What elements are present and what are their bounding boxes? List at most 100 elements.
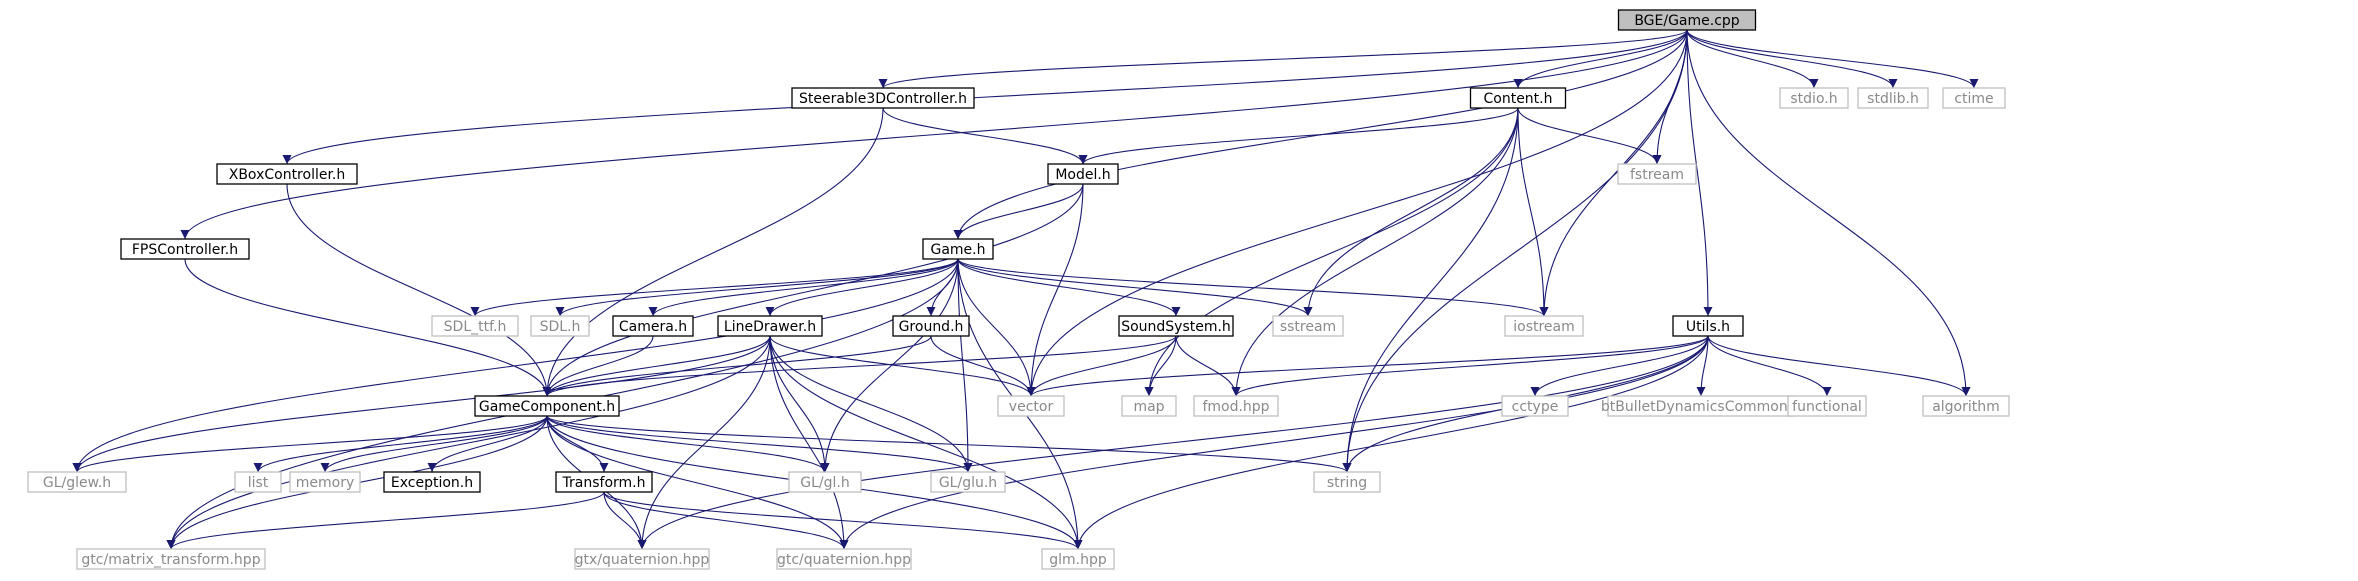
node-label: algorithm [1932,399,2000,415]
edge-gamecomp-to-gtc_q [546,415,849,550]
node-label: XBoxController.h [229,167,346,183]
node-box [574,548,710,570]
node-game_h[interactable]: Game.h [922,238,994,260]
node-label: cctype [1512,399,1559,415]
node-label: map [1133,399,1164,415]
edge-utils-to-btbullet [1696,335,1709,397]
node-string: string [1313,471,1381,493]
node-label: FPSController.h [132,242,238,258]
edge-game_cpp-to-stdio [1686,29,1819,89]
node-label: gtc/matrix_transform.hpp [81,552,260,568]
edge-gamecomp-to-list [253,415,548,473]
edge-fps-to-gamecomp [184,258,552,397]
node-box [922,238,994,260]
node-camera[interactable]: Camera.h [612,315,694,337]
node-utils[interactable]: Utils.h [1672,315,1744,337]
node-box [120,238,250,260]
node-ctime: ctime [1942,87,2006,109]
node-fps[interactable]: FPSController.h [120,238,250,260]
node-box [892,315,970,337]
node-label: glm.hpp [1049,552,1107,568]
edge-ground-to-gamecomp [542,335,932,397]
edge-content-to-fstream [1517,107,1662,165]
edge-utils-to-vector [1026,335,1709,397]
node-glu: GL/glu.h [930,471,1006,493]
node-transform[interactable]: Transform.h [555,471,653,493]
node-box [612,315,694,337]
node-label: Ground.h [899,319,964,335]
node-label: Game.h [930,242,985,258]
edge-gamecomp-to-glu [546,415,973,473]
node-map: map [1121,395,1177,417]
node-cctype: cctype [1501,395,1569,417]
edge-content-to-fmod [1231,107,1519,397]
node-box [1617,9,1757,31]
edge-game_h-to-camera [648,258,959,317]
node-label: sstream [1280,319,1336,335]
edge-game_cpp-to-ctime [1686,29,1979,89]
node-game_cpp[interactable]: BGE/Game.cpp [1617,9,1757,31]
edge-utils-to-fmod [1231,335,1709,397]
edge-linedrawer-to-gl [769,335,830,473]
node-box [530,315,590,337]
edge-game_cpp-to-utils [1686,29,1713,317]
edge-model-to-gamecomp [542,183,1084,397]
edge-linedrawer-to-vector [769,335,1036,397]
node-stdio: stdio.h [1779,87,1849,109]
node-label: btBulletDynamicsCommon.h [1601,399,1801,415]
edge-sound-to-fmod [1175,335,1241,397]
edge-linedrawer-to-gtc_q [769,335,849,550]
node-ground[interactable]: Ground.h [892,315,970,337]
edge-utils-to-gtx_q [637,335,1709,550]
node-box [1617,163,1697,185]
node-content[interactable]: Content.h [1469,87,1567,109]
node-sound[interactable]: SoundSystem.h [1118,315,1234,337]
edge-game_cpp-to-algorithm [1686,29,1971,397]
node-box [1118,315,1234,337]
edge-gamecomp-to-exception [427,415,548,473]
node-box [383,471,481,493]
edge-sound-to-gamecomp [542,335,1177,397]
node-box [997,395,1065,417]
edge-game_h-to-sound [957,258,1181,317]
edge-game_cpp-to-vector [1026,29,1688,397]
node-box [717,315,823,337]
node-label: Exception.h [391,475,473,491]
edge-utils-to-algorithm [1707,335,1971,397]
node-btbullet: btBulletDynamicsCommon.h [1601,395,1801,417]
node-label: Transform.h [562,475,646,491]
edge-utils-to-functional [1707,335,1832,397]
node-label: iostream [1513,319,1575,335]
node-steerable[interactable]: Steerable3DController.h [791,87,975,109]
node-box [1193,395,1279,417]
node-xbox[interactable]: XBoxController.h [216,163,358,185]
edge-game_h-to-glu [957,258,973,473]
node-box [431,315,519,337]
node-label: SDL_ttf.h [444,319,507,335]
edge-linedrawer-to-glu [769,335,973,473]
node-label: gtc/quaternion.hpp [777,552,911,568]
node-label: fmod.hpp [1202,399,1269,415]
edge-sound-to-map [1144,335,1177,397]
edge-game_h-to-glew [72,258,959,473]
edge-transform-to-glm [603,491,1083,550]
node-linedrawer[interactable]: LineDrawer.h [717,315,823,337]
edge-steerable-to-model [882,107,1088,165]
node-box [1922,395,2010,417]
edge-game_h-to-linedrawer [765,258,959,317]
edge-content-to-string [1342,107,1519,473]
edge-transform-to-gtx_q [603,491,647,550]
edge-xbox-to-gamecomp [286,183,552,397]
node-label: LineDrawer.h [724,319,816,335]
node-exception[interactable]: Exception.h [383,471,481,493]
node-stdlib: stdlib.h [1857,87,1929,109]
node-model[interactable]: Model.h [1047,163,1119,185]
node-iostream: iostream [1504,315,1584,337]
edge-model-to-game_h [953,183,1084,240]
node-gamecomp[interactable]: GameComponent.h [474,395,620,417]
edge-game_h-to-iostream [957,258,1549,317]
node-box [1501,395,1569,417]
node-vector: vector [997,395,1065,417]
